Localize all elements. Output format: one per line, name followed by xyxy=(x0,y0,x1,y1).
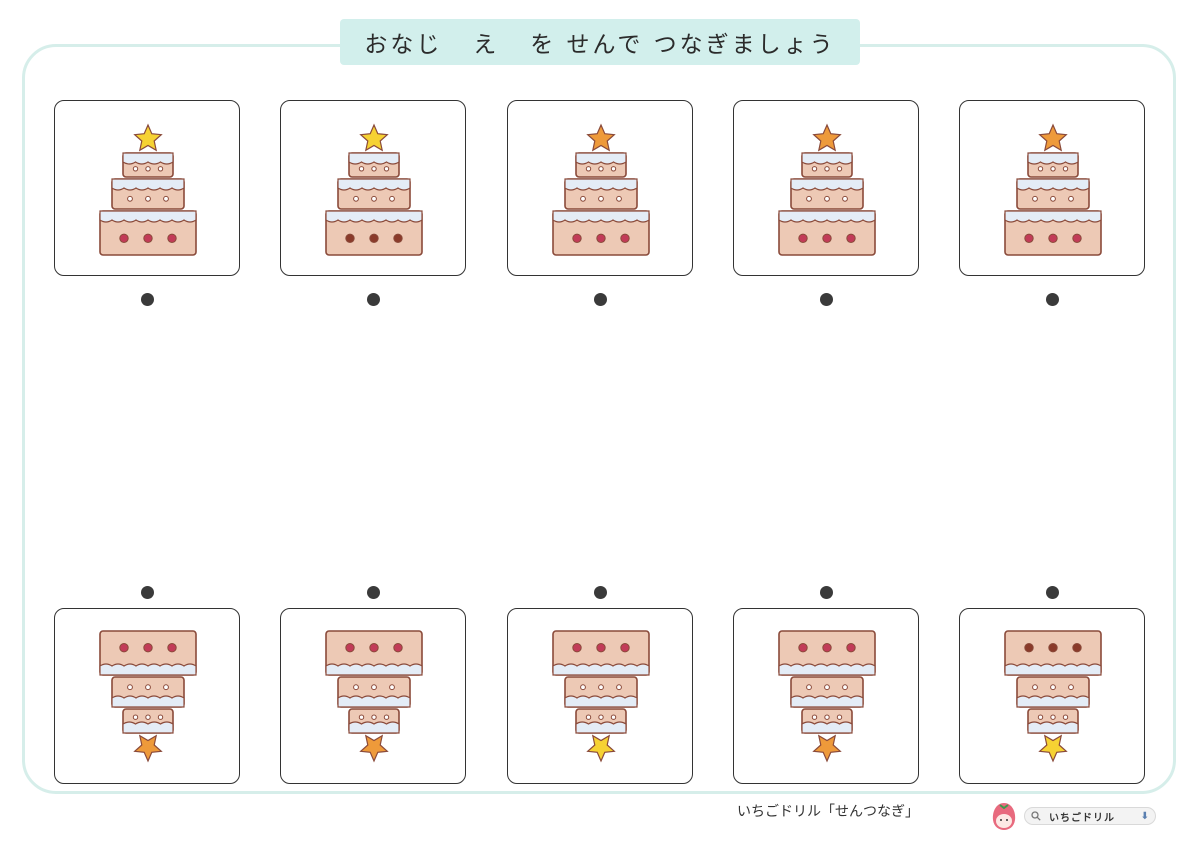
cake-icon xyxy=(325,630,423,763)
cake-icon xyxy=(325,123,423,256)
top-cake-card-1 xyxy=(54,100,240,276)
cake-icon xyxy=(1004,123,1102,256)
top-connector-dot-1[interactable] xyxy=(141,293,154,306)
title-part-1: おなじ xyxy=(364,32,443,58)
bottom-cake-card-1 xyxy=(54,608,240,784)
bottom-connector-dot-4[interactable] xyxy=(820,586,833,599)
bottom-connector-dot-3[interactable] xyxy=(594,586,607,599)
brand-label: いちごドリル xyxy=(1049,812,1115,824)
cake-icon xyxy=(99,123,197,256)
brand-search-pill[interactable]: いちごドリル ⬇ xyxy=(1024,807,1156,825)
bottom-connector-dot-2[interactable] xyxy=(367,586,380,599)
cake-icon xyxy=(552,123,650,256)
download-arrow-icon: ⬇ xyxy=(1140,810,1149,822)
top-connector-dot-4[interactable] xyxy=(820,293,833,306)
top-cake-card-5 xyxy=(959,100,1145,276)
instruction-title: おなじ え を せんで つなぎましょう xyxy=(340,19,860,65)
top-cake-card-2 xyxy=(280,100,466,276)
brand-badge[interactable]: いちごドリル ⬇ xyxy=(988,798,1156,834)
bottom-cake-card-2 xyxy=(280,608,466,784)
bottom-cake-card-5 xyxy=(959,608,1145,784)
top-connector-dot-3[interactable] xyxy=(594,293,607,306)
top-connector-dot-2[interactable] xyxy=(367,293,380,306)
bottom-connector-dot-1[interactable] xyxy=(141,586,154,599)
cake-icon xyxy=(778,123,876,256)
bottom-connector-dot-5[interactable] xyxy=(1046,586,1059,599)
strawberry-mascot-icon xyxy=(992,803,1016,830)
footer-caption: いちごドリル「せんつなぎ」 xyxy=(737,804,919,820)
top-cake-card-4 xyxy=(733,100,919,276)
title-part-3: を せんで つなぎましょう xyxy=(530,32,836,58)
cake-icon xyxy=(552,630,650,763)
bottom-cake-card-3 xyxy=(507,608,693,784)
cake-icon xyxy=(1004,630,1102,763)
bottom-cake-card-4 xyxy=(733,608,919,784)
cake-icon xyxy=(99,630,197,763)
search-icon xyxy=(1031,811,1041,821)
cake-icon xyxy=(778,630,876,763)
title-part-2: え xyxy=(473,32,500,58)
top-cake-card-3 xyxy=(507,100,693,276)
top-connector-dot-5[interactable] xyxy=(1046,293,1059,306)
